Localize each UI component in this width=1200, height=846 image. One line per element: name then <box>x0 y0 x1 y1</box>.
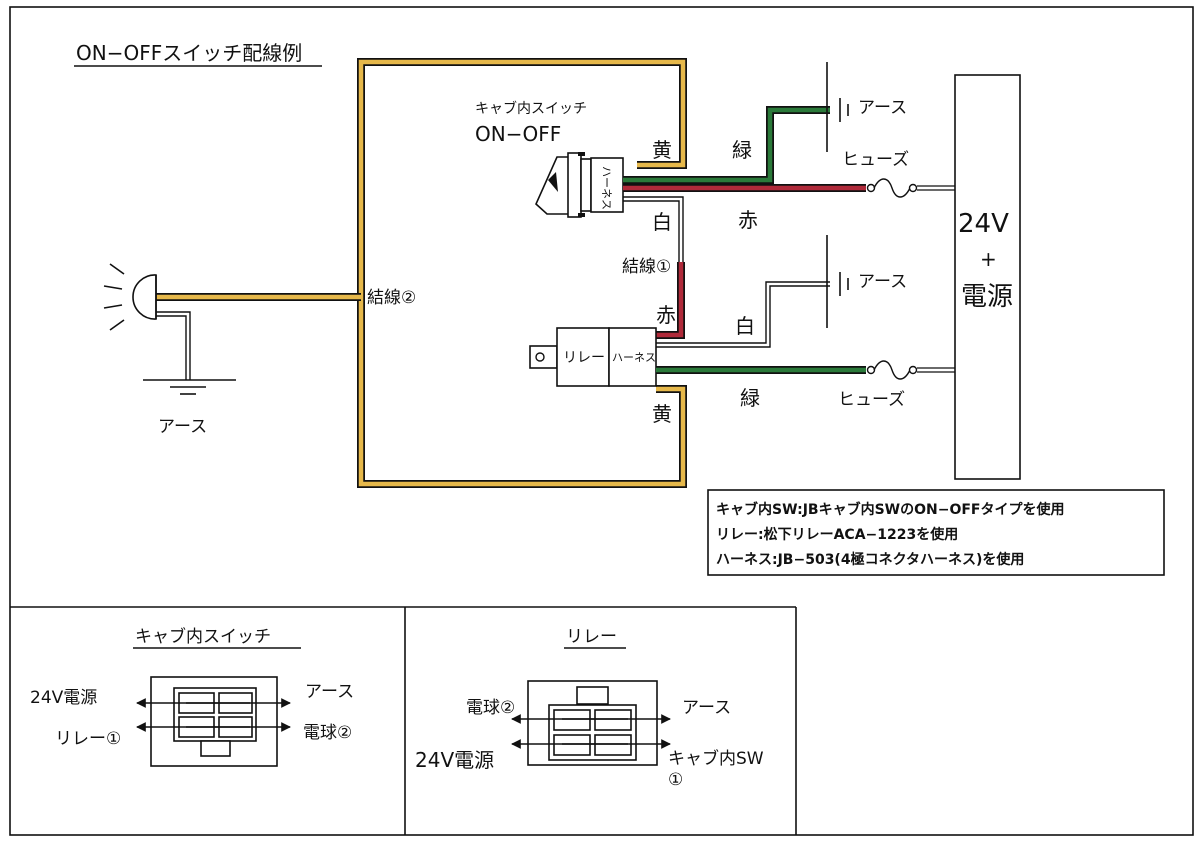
switch-green-label: 緑 <box>732 138 752 162</box>
lamp-ground-icon <box>143 379 236 395</box>
cab-switch-body <box>535 152 624 218</box>
psu-plus: + <box>980 247 997 271</box>
switch-yellow-label: 黄 <box>652 138 672 162</box>
relay-body <box>529 327 657 387</box>
relay-green-label: 緑 <box>740 386 760 410</box>
bm-title: リレー <box>566 627 617 647</box>
note-harness: ハーネス:JB−503(4極コネクタハーネス)を使用 <box>716 551 1024 568</box>
relay-red-label: 赤 <box>656 303 676 327</box>
diagram-title: ON−OFFスイッチ配線例 <box>76 41 302 65</box>
psu-source: 電源 <box>961 282 1013 312</box>
relay-white-wire <box>656 281 830 348</box>
upper-ground-icon <box>826 62 849 152</box>
switch-red-label: 赤 <box>738 208 758 232</box>
bm-right-top: アース <box>682 698 731 718</box>
note-cab-switch: キャブ内SW:JBキャブ内SWのON−OFFタイプを使用 <box>716 501 1064 518</box>
bl-arrows <box>136 698 291 732</box>
upper-fuse-label: ヒューズ <box>842 150 909 170</box>
lower-ground-label: アース <box>858 272 907 292</box>
relay-white-label: 白 <box>735 314 755 338</box>
lower-ground-icon <box>826 235 849 328</box>
bm-right-bottom-sub: ① <box>668 770 683 790</box>
psu-voltage: 24V <box>958 209 1009 239</box>
power-supply-box <box>954 74 1021 480</box>
wire2-label: 結線② <box>367 288 416 308</box>
bl-left-bottom: リレー① <box>55 729 121 749</box>
wire1-label: 結線① <box>622 257 671 277</box>
relay-yellow-label: 黄 <box>652 402 672 426</box>
outer-frame <box>9 6 1194 836</box>
bm-right-bottom: キャブ内SW <box>668 748 764 769</box>
bm-arrows <box>511 714 671 749</box>
yellow-wire-loop <box>156 58 687 488</box>
cab-switch-title: キャブ内スイッチ <box>475 100 587 117</box>
relay-label: リレー <box>563 350 605 366</box>
switch-white-wire <box>623 196 684 262</box>
bl-title: キャブ内スイッチ <box>135 626 271 647</box>
harness-vertical-label: ハーネス <box>600 166 613 210</box>
wire1-red-segment <box>656 262 685 339</box>
lamp-ground-label: アース <box>158 417 207 437</box>
upper-ground-label: アース <box>858 98 907 118</box>
bm-connector <box>527 680 658 766</box>
switch-white-label: 白 <box>652 210 672 234</box>
bm-left-top: 電球② <box>466 698 515 718</box>
bl-right-top: アース <box>305 682 354 702</box>
notes-box <box>707 489 1165 576</box>
lamp-icon <box>103 263 191 380</box>
bm-left-bottom: 24V電源 <box>415 748 494 772</box>
bl-right-bottom: 電球② <box>303 723 352 743</box>
bl-connector <box>150 676 278 767</box>
note-relay: リレー:松下リレーACA−1223を使用 <box>716 526 958 543</box>
lower-fuse-icon <box>866 360 955 380</box>
lower-fuse-label: ヒューズ <box>838 390 905 410</box>
relay-harness-label: ハーネス <box>612 351 656 364</box>
switch-green-wire <box>623 106 830 184</box>
bl-left-top: 24V電源 <box>30 688 97 708</box>
upper-fuse-icon <box>866 178 955 198</box>
cab-switch-onoff: ON−OFF <box>475 122 561 146</box>
